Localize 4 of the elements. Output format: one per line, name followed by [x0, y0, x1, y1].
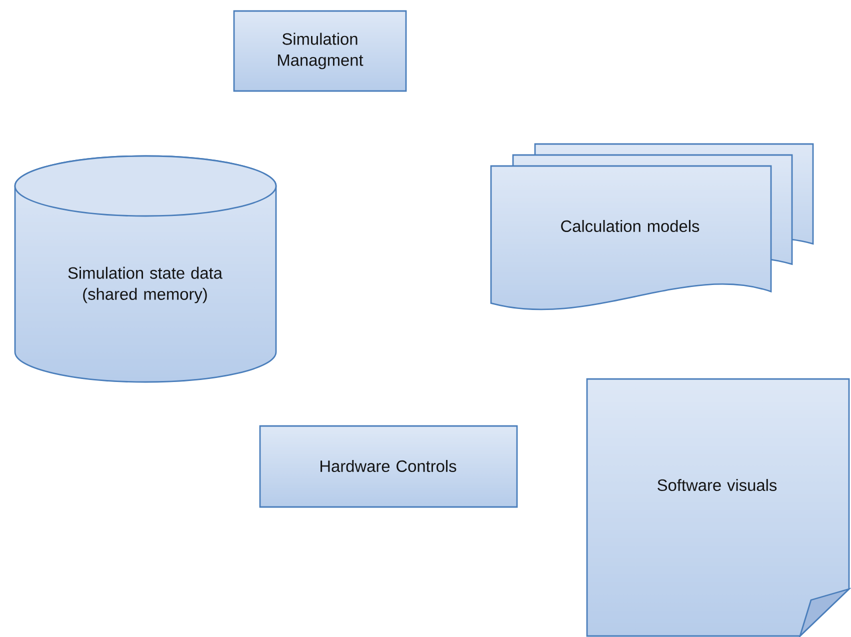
process-box: Simulation Managment [233, 10, 407, 92]
process-box: Hardware Controls [259, 425, 518, 508]
database-cylinder: Simulation state data (shared memory) [14, 155, 277, 383]
document-stack: Calculation models [490, 143, 814, 310]
